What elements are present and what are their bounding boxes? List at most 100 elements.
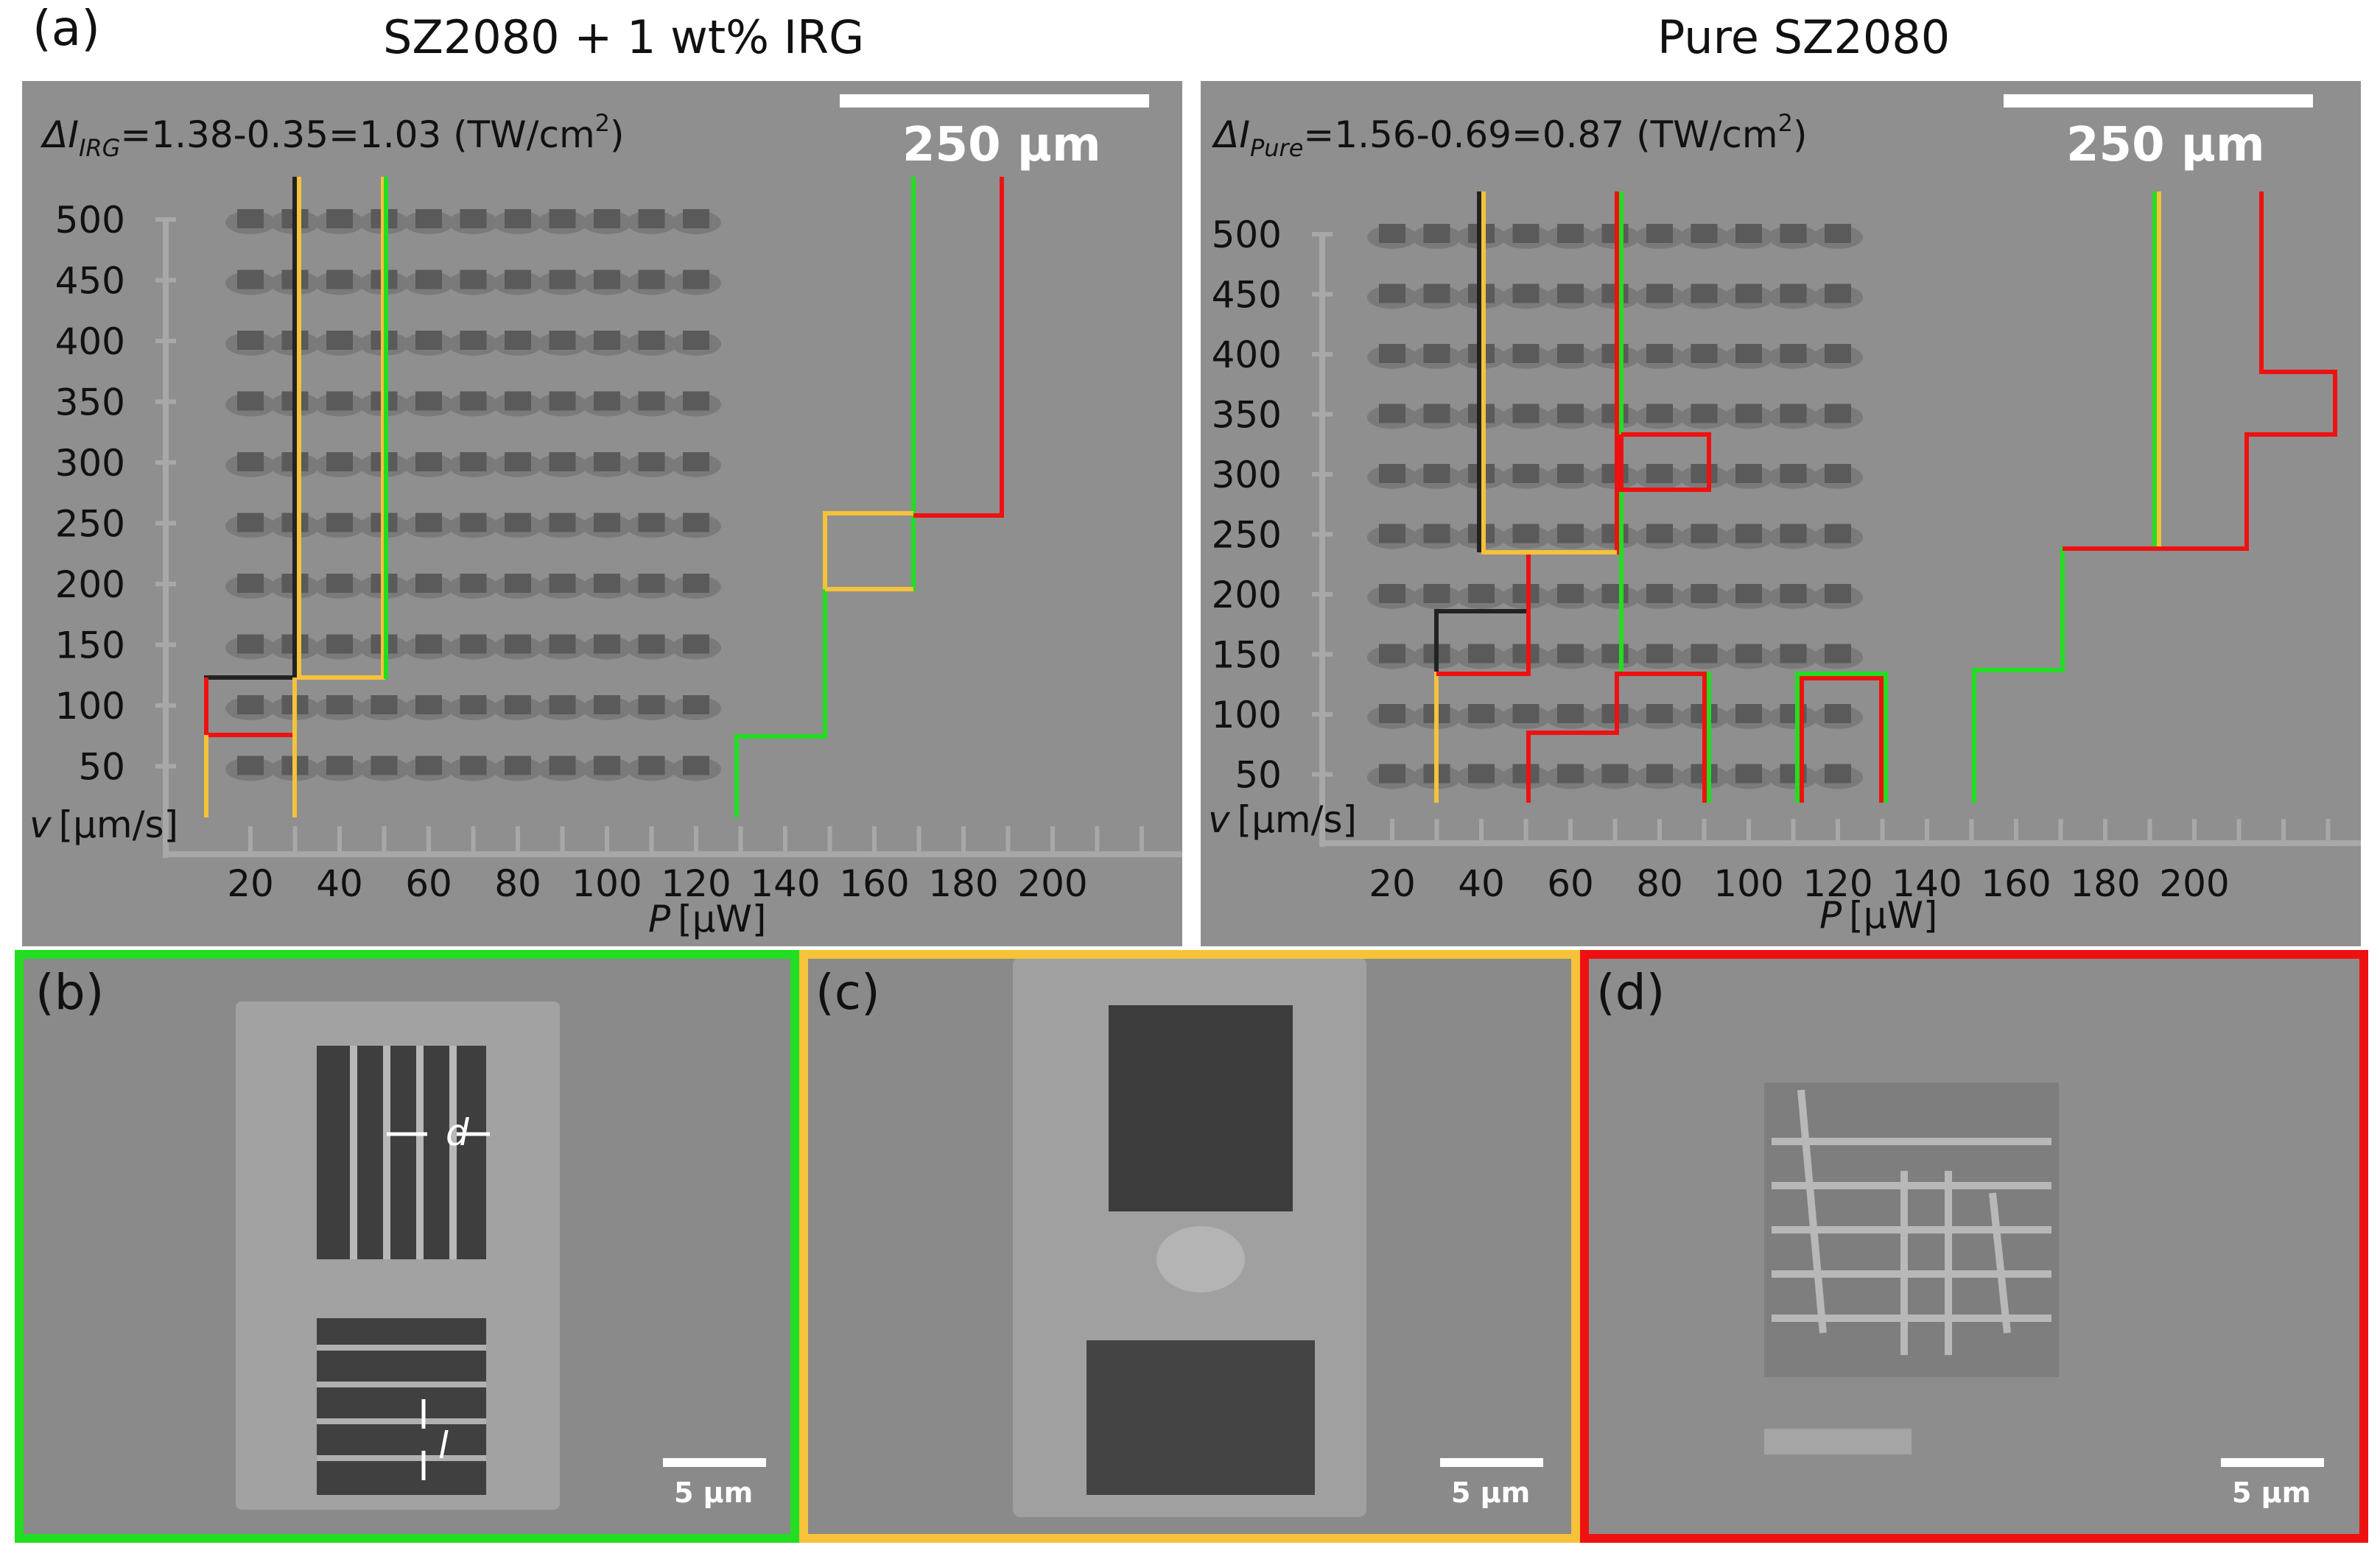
x-tick-label: 200 <box>2159 862 2229 905</box>
structure <box>1691 284 1718 303</box>
x-tick-label: 40 <box>316 862 363 905</box>
structure <box>1691 344 1718 363</box>
structure <box>594 452 620 471</box>
structure <box>1825 464 1851 483</box>
x-tick-label: 180 <box>928 862 998 905</box>
structure <box>1646 344 1673 363</box>
structure <box>237 695 264 714</box>
structure <box>326 756 353 775</box>
structure <box>1601 764 1629 784</box>
structure <box>415 574 442 593</box>
x-tick-label: 160 <box>1981 862 2051 905</box>
panel-b: (b) d l 5 µm <box>15 950 799 1543</box>
structure <box>1825 284 1851 303</box>
structure <box>1512 464 1540 483</box>
structure <box>1825 524 1851 543</box>
structure <box>1780 644 1807 664</box>
x-tick-label: 100 <box>1713 862 1783 905</box>
structure <box>549 756 576 775</box>
structure <box>1423 464 1450 483</box>
structure <box>1512 644 1540 664</box>
x-axis-label: P[µW] <box>648 898 766 940</box>
structure <box>1735 224 1762 243</box>
structure <box>237 574 264 593</box>
structure <box>326 452 353 471</box>
border-green <box>15 950 799 1543</box>
structure <box>1601 584 1629 603</box>
structure <box>594 634 620 654</box>
scale-bar-line <box>840 94 1149 108</box>
scale-bar-label: 250 µm <box>2066 118 2265 172</box>
structure <box>1780 584 1807 603</box>
structure <box>326 695 353 714</box>
structure <box>1557 764 1584 784</box>
structure <box>594 331 620 350</box>
structure <box>1646 224 1673 243</box>
scale-bar-c: 5 µm <box>1451 1477 1530 1509</box>
structure <box>1379 584 1405 603</box>
y-axis-label: v[µm/s] <box>29 803 178 846</box>
structure <box>1423 344 1450 363</box>
structure <box>1646 584 1673 603</box>
y-tick-label: 150 <box>55 624 125 667</box>
structure <box>638 270 665 289</box>
structure <box>505 634 531 654</box>
structure <box>1646 764 1673 784</box>
structure <box>505 270 531 289</box>
structure <box>1423 404 1450 423</box>
panel-label-c: (c) <box>815 964 880 1021</box>
structure <box>1379 224 1405 243</box>
x-tick-label: 80 <box>494 862 541 905</box>
structure <box>1557 524 1584 543</box>
structure <box>1735 404 1762 423</box>
structure <box>683 391 709 411</box>
structure <box>326 513 353 532</box>
x-tick-label: 180 <box>2070 862 2140 905</box>
structure <box>1379 344 1405 363</box>
structure <box>1780 464 1807 483</box>
y-tick-label: 450 <box>55 260 125 303</box>
structure <box>1423 284 1450 303</box>
structure <box>326 574 353 593</box>
structure <box>549 695 576 714</box>
structure <box>1825 764 1851 784</box>
structure <box>1691 644 1718 664</box>
structure <box>1735 524 1762 543</box>
structure <box>549 452 576 471</box>
border-red <box>1580 950 2368 1543</box>
structure <box>1468 584 1495 603</box>
structure <box>549 209 576 228</box>
y-tick-label: 100 <box>55 685 125 728</box>
structure <box>683 513 709 532</box>
structure <box>415 270 442 289</box>
structure <box>594 574 620 593</box>
structure <box>460 634 487 654</box>
x-tick-label: 20 <box>1369 862 1416 905</box>
structure <box>683 452 709 471</box>
structure <box>1825 404 1851 423</box>
structure <box>415 695 442 714</box>
structure <box>1780 524 1807 543</box>
structure <box>1557 284 1584 303</box>
structure <box>460 695 487 714</box>
structure <box>415 756 442 775</box>
structure <box>1825 644 1851 664</box>
scale-bar-label: 250 µm <box>902 118 1101 172</box>
structure <box>683 574 709 593</box>
structure <box>549 574 576 593</box>
scale-bar-d: 5 µm <box>2232 1477 2311 1509</box>
structure <box>1423 584 1450 603</box>
structure <box>1601 644 1629 664</box>
structure <box>1512 344 1540 363</box>
structure <box>1691 524 1718 543</box>
structure <box>638 391 665 411</box>
structure <box>1735 704 1762 723</box>
structure <box>594 756 620 775</box>
structure <box>1423 524 1450 543</box>
x-tick-label: 200 <box>1017 862 1087 905</box>
structure <box>237 331 264 350</box>
x-tick-label: 20 <box>227 862 274 905</box>
structure <box>1735 644 1762 664</box>
structure <box>1735 344 1762 363</box>
structure <box>1512 704 1540 723</box>
